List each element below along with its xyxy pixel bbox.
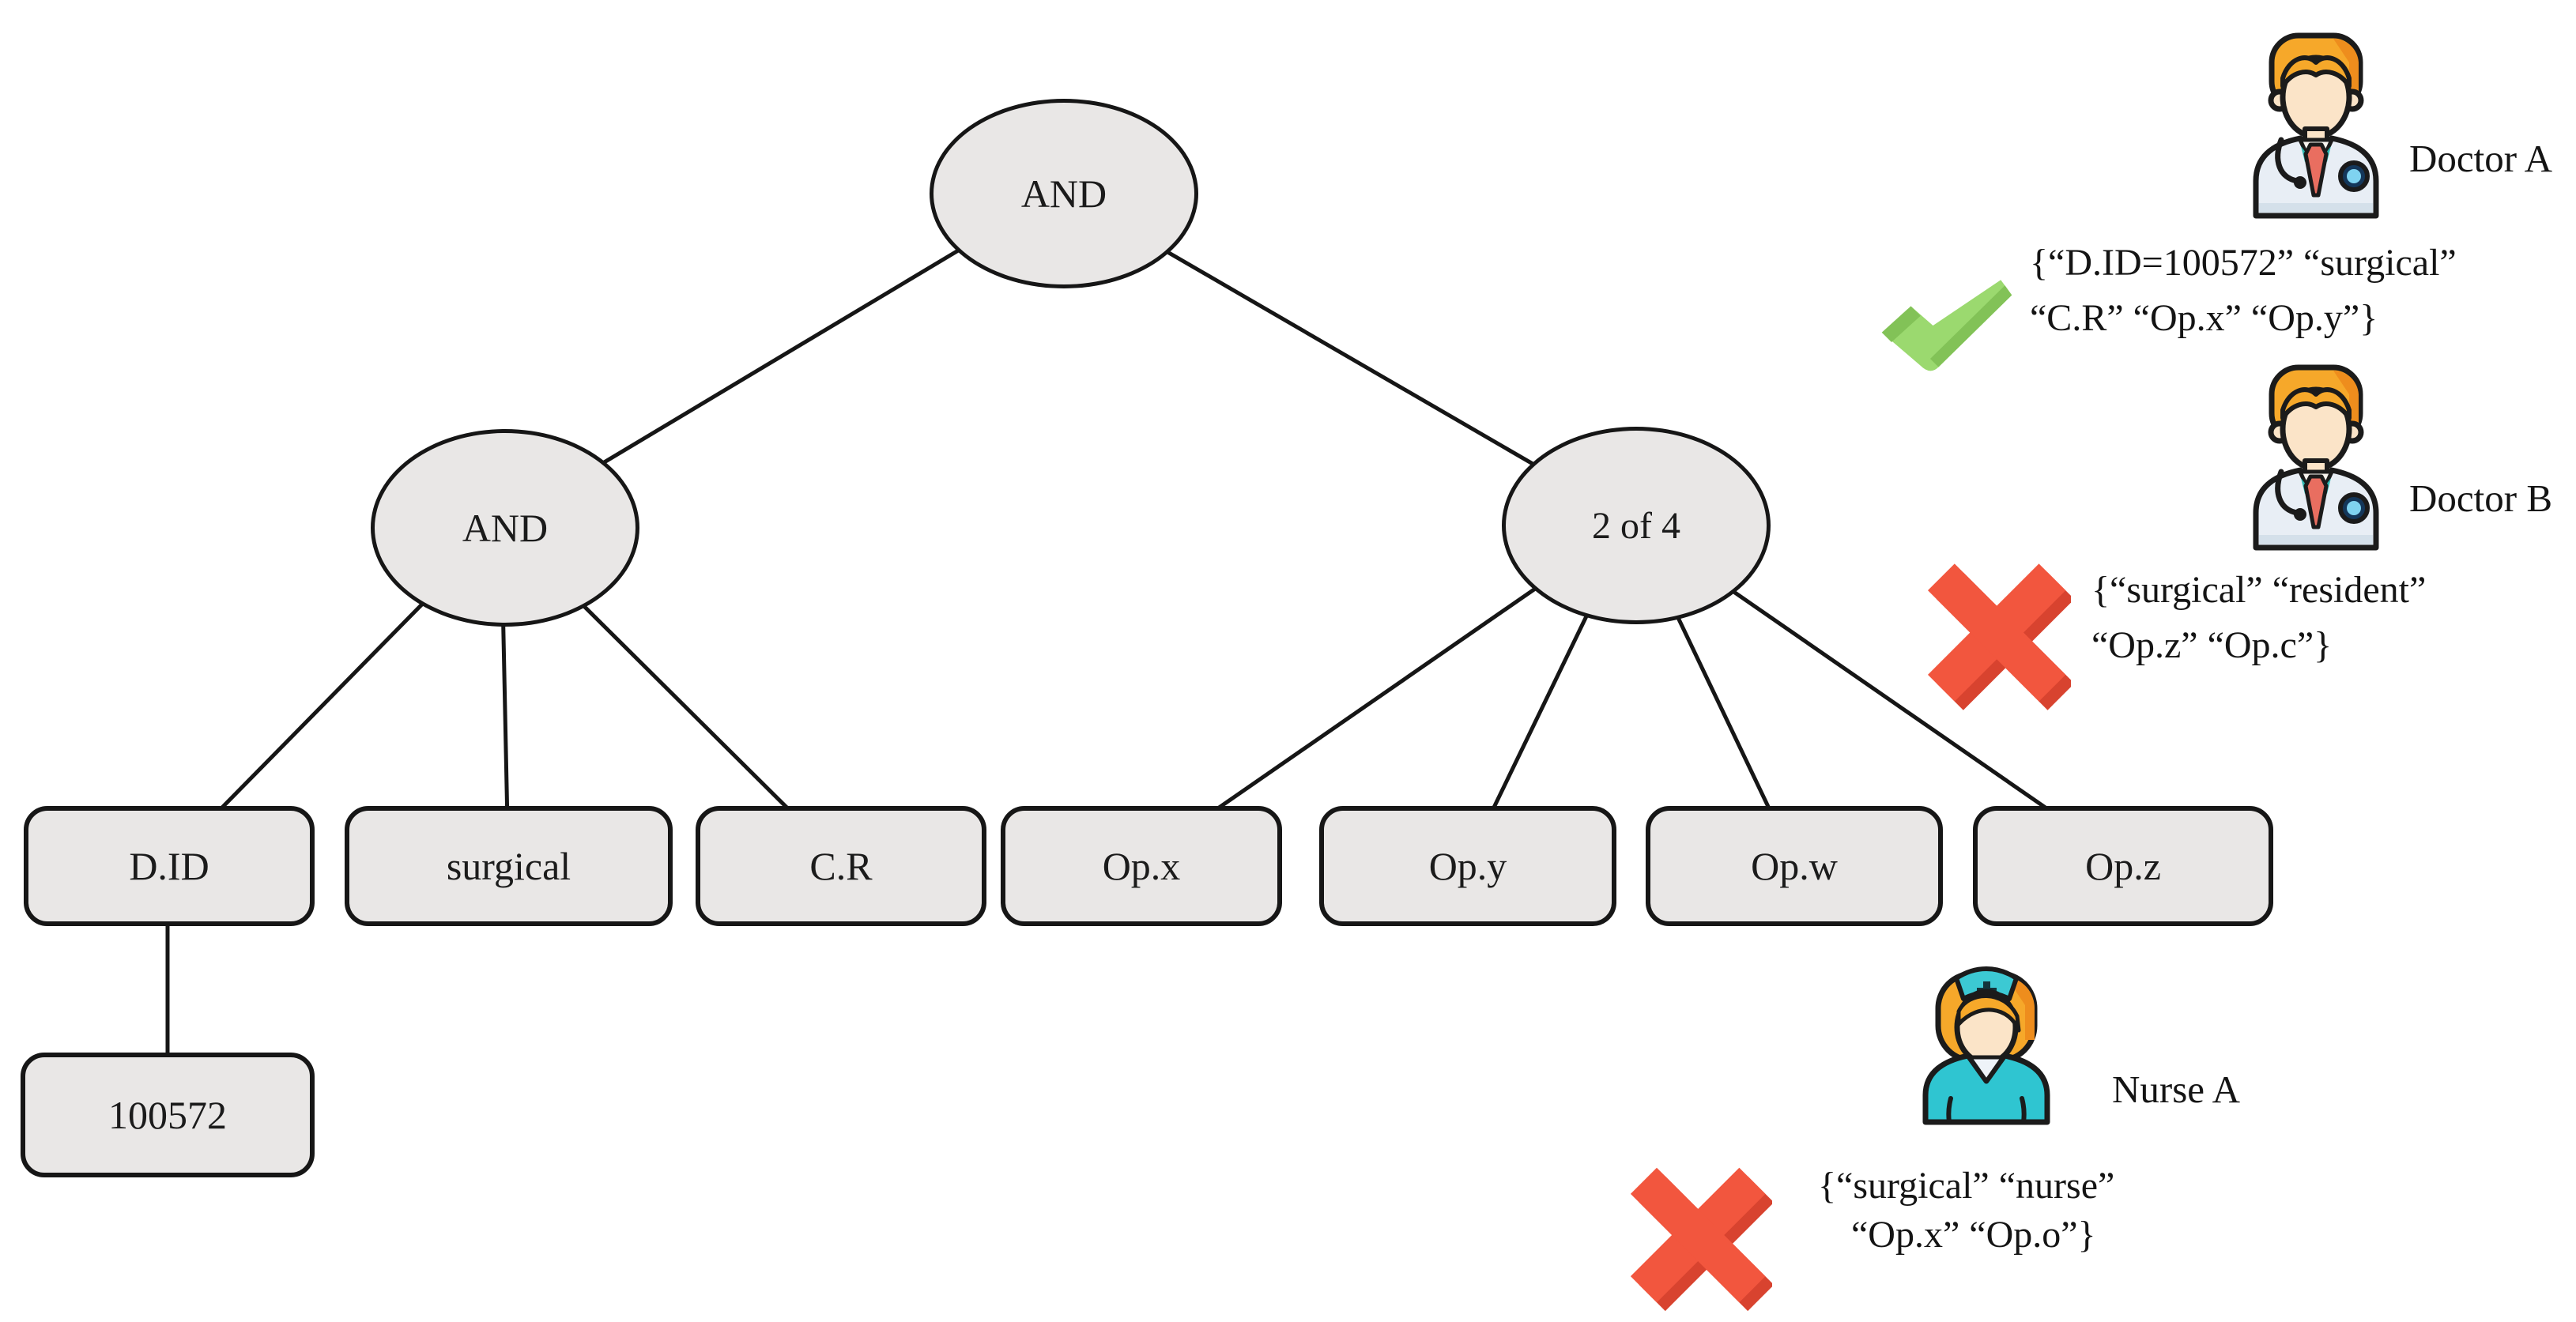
gate-node-root-and: AND [930,99,1198,288]
doctor-a-attr-line2: “C.R” “Op.x” “Op.y”} [2030,297,2378,339]
leaf-box-opy: Op.y [1319,806,1616,926]
nurse-a-label: Nurse A [2112,1068,2240,1111]
check-icon [1881,280,2012,371]
cross-icon-doctor-b [1927,563,2071,710]
leaf-box-cr: C.R [696,806,986,926]
nurse-a-attributes: {“surgical” “nurse” “Op.x” “Op.o”} [1818,1162,2114,1260]
doctor-b-attr-line1: {“surgical” “resident” [2091,569,2427,611]
leaf-box-surgical: surgical [345,806,673,926]
doctor-a-attr-line1: {“D.ID=100572” “surgical” [2030,242,2457,284]
leaf-box-did: D.ID [24,806,315,926]
doctor-b-icon [2237,360,2395,553]
gate-node-threshold-2of4: 2 of 4 [1502,427,1771,624]
doctor-b-attr-line2: “Op.z” “Op.c”} [2091,624,2333,666]
doctor-a-icon [2237,28,2395,221]
leaf-box-opz: Op.z [1973,806,2273,926]
nurse-a-icon [1911,950,2061,1128]
nurse-a-attr-line2: “Op.x” “Op.o”} [1851,1214,2096,1256]
gate-node-left-and: AND [371,429,639,627]
doctor-b-attributes: {“surgical” “resident” “Op.z” “Op.c”} [2091,563,2426,673]
doctor-a-attributes: {“D.ID=100572” “surgical” “C.R” “Op.x” “… [2030,235,2457,346]
cross-icon-nurse-a [1630,1167,1772,1312]
doctor-a-label: Doctor A [2409,137,2552,180]
leaf-box-opx: Op.x [1001,806,1282,926]
doctor-b-label: Doctor B [2409,476,2552,520]
nurse-a-attr-line1: {“surgical” “nurse” [1818,1165,2115,1207]
leaf-box-opw: Op.w [1646,806,1943,926]
leaf-box-id-value: 100572 [21,1053,315,1177]
